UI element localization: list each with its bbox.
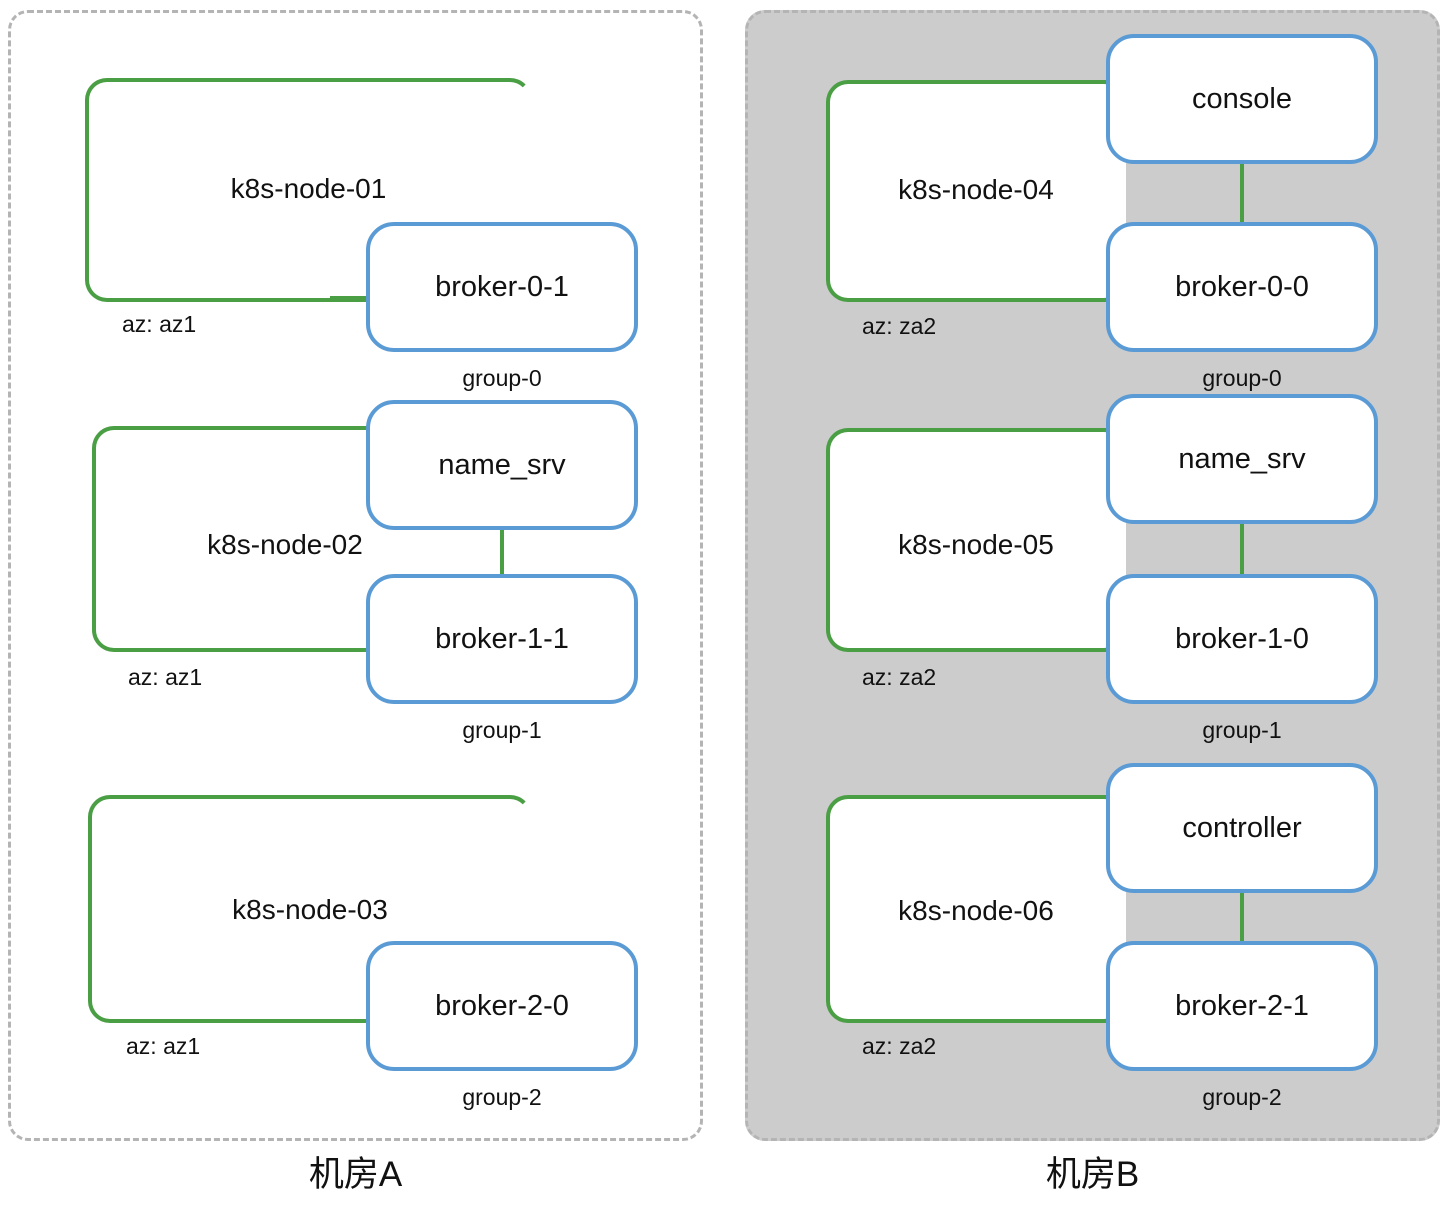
service-box-broker-2-0[interactable]: broker-2-0: [366, 941, 638, 1071]
service-label-broker-1-0: broker-1-0: [1175, 622, 1309, 655]
node-service-link-top-k8s-node-04: [1070, 80, 1116, 84]
az-label-k8s-node-06: az: za2: [862, 1033, 937, 1059]
service-box-name-srv-node-02[interactable]: name_srv: [366, 400, 638, 530]
node-service-link-top-k8s-node-02: [330, 426, 376, 430]
node-label-k8s-node-04: k8s-node-04: [898, 174, 1054, 205]
az-label-k8s-node-04: az: za2: [862, 313, 937, 339]
az-label-k8s-node-05: az: za2: [862, 664, 937, 690]
az-label-k8s-node-02: az: az1: [128, 664, 203, 690]
group-label-broker-1-1: group-1: [462, 717, 542, 743]
service-link-name-srv-broker-1-1: [500, 528, 504, 576]
service-label-broker-2-0: broker-2-0: [435, 989, 569, 1022]
service-link-controller-broker-2-1: [1240, 891, 1244, 943]
node-service-link-bottom-k8s-node-06: [1070, 1019, 1116, 1023]
service-link-name-srv-broker-1-0: [1240, 522, 1244, 574]
service-link-console-broker-0-0: [1240, 162, 1244, 224]
service-box-console[interactable]: console: [1106, 34, 1378, 164]
node-label-k8s-node-03: k8s-node-03: [232, 894, 388, 925]
node-box-k8s-node-05: [826, 428, 1126, 652]
node-box-k8s-node-06: [826, 795, 1126, 1023]
service-box-name-srv-node-05[interactable]: name_srv: [1106, 394, 1378, 524]
service-box-broker-2-1[interactable]: broker-2-1: [1106, 941, 1378, 1071]
node-service-link-bottom-k8s-node-02: [330, 648, 376, 652]
service-box-controller[interactable]: controller: [1106, 763, 1378, 893]
node-service-link-bottom-k8s-node-05: [1070, 648, 1116, 652]
node-label-k8s-node-01: k8s-node-01: [230, 173, 387, 204]
service-label-controller: controller: [1182, 811, 1302, 844]
node-service-link-k8s-node-01: [330, 296, 376, 300]
group-label-broker-2-0: group-2: [462, 1084, 542, 1110]
group-label-broker-2-1: group-2: [1202, 1084, 1282, 1110]
service-label-name-srv-node-02: name_srv: [438, 448, 566, 481]
node-service-link-bottom-k8s-node-04: [1070, 298, 1116, 302]
node-label-k8s-node-05: k8s-node-05: [898, 529, 1054, 560]
service-label-broker-2-1: broker-2-1: [1175, 989, 1309, 1022]
service-label-name-srv-node-05: name_srv: [1178, 442, 1306, 475]
service-box-broker-0-0[interactable]: broker-0-0: [1106, 222, 1378, 352]
datacenter-caption-a: 机房A: [308, 1155, 403, 1194]
node-service-link-k8s-node-03: [330, 1019, 376, 1023]
service-box-broker-1-0[interactable]: broker-1-0: [1106, 574, 1378, 704]
node-label-k8s-node-06: k8s-node-06: [898, 895, 1054, 926]
service-box-broker-0-1[interactable]: broker-0-1: [366, 222, 638, 352]
service-label-broker-1-1: broker-1-1: [435, 622, 569, 655]
group-label-broker-1-0: group-1: [1202, 717, 1282, 743]
node-label-k8s-node-02: k8s-node-02: [207, 529, 363, 560]
service-label-broker-0-0: broker-0-0: [1175, 270, 1309, 303]
service-label-broker-0-1: broker-0-1: [435, 270, 569, 303]
datacenter-caption-b: 机房B: [1045, 1155, 1140, 1194]
node-service-link-top-k8s-node-05: [1070, 428, 1116, 432]
service-label-console: console: [1192, 82, 1292, 115]
service-box-broker-1-1[interactable]: broker-1-1: [366, 574, 638, 704]
az-label-k8s-node-03: az: az1: [126, 1033, 201, 1059]
node-box-k8s-node-04: [826, 80, 1126, 302]
az-label-k8s-node-01: az: az1: [122, 311, 197, 337]
datacenter-panel-a: [8, 10, 703, 1141]
group-label-broker-0-0: group-0: [1202, 365, 1282, 391]
node-service-link-top-k8s-node-06: [1070, 795, 1116, 799]
group-label-broker-0-1: group-0: [462, 365, 542, 391]
